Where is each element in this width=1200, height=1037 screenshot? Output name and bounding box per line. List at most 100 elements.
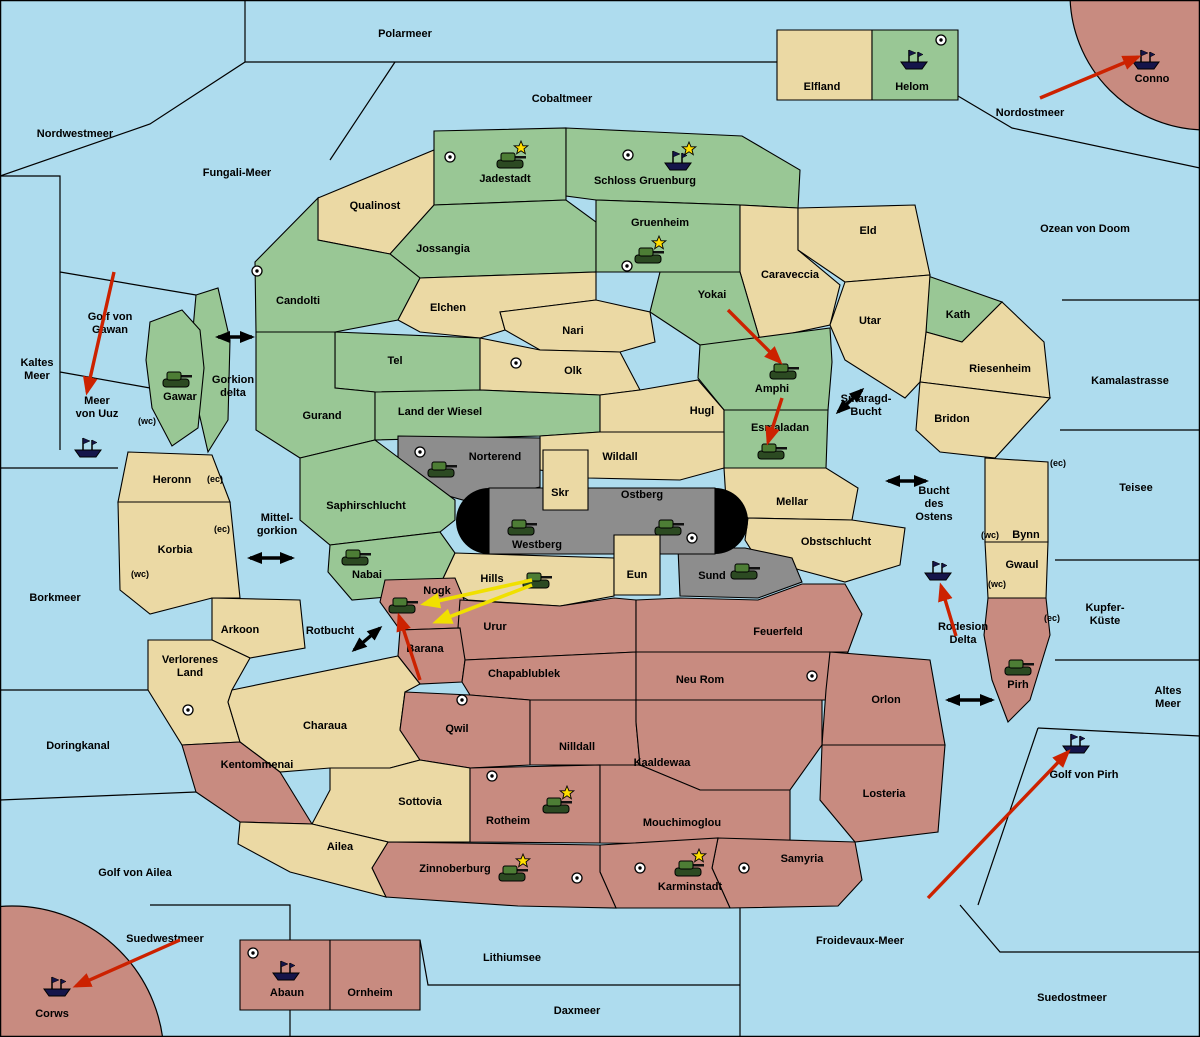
territory-bridon[interactable]: [915, 381, 1052, 459]
attack-arrow-red-2: [726, 308, 783, 365]
sea-border-0: [0, 0, 246, 177]
label-arkoon: Arkoon: [221, 624, 260, 636]
territory-nari[interactable]: [499, 299, 656, 353]
territory-samyria[interactable]: [711, 837, 863, 909]
label-qualinost: Qualinost: [350, 200, 401, 212]
territory-korbia[interactable]: [117, 501, 241, 615]
tank-unit-esmaladan[interactable]: [757, 443, 787, 460]
ship-unit-meer-von-uuz[interactable]: [74, 437, 102, 458]
city-marker: [510, 357, 522, 369]
label-ailea: Ailea: [327, 841, 354, 853]
tank-unit-karminstadt[interactable]: [674, 847, 708, 877]
label-kupfer-kueste: Kupfer-Küste: [1085, 602, 1124, 627]
territory-skr[interactable]: [542, 449, 589, 511]
victory-star-icon: [558, 784, 576, 800]
tank-unit-rotheim[interactable]: [542, 784, 576, 814]
territory-qwil[interactable]: [399, 691, 531, 769]
attack-arrow-red-5: [938, 582, 958, 637]
city-marker: [738, 862, 750, 874]
label-utar: Utar: [859, 315, 882, 327]
label-ec-bynn: (ec): [1050, 458, 1066, 468]
ship-unit-abaun[interactable]: [272, 960, 300, 981]
sea-border-15: [1037, 727, 1200, 737]
tank-unit-gawar[interactable]: [162, 371, 192, 388]
victory-star-icon: [650, 234, 668, 250]
attack-arrow-red-6: [926, 749, 1071, 900]
label-golf-von-pirh: Golf von Pirh: [1049, 769, 1118, 781]
ship-unit-rodesion-delta[interactable]: [924, 560, 952, 581]
label-nabai: Nabai: [352, 569, 382, 581]
city-marker: [621, 260, 633, 272]
territory-gruenheim[interactable]: [595, 199, 741, 273]
label-wildall: Wildall: [602, 451, 637, 463]
label-kamalastrasse: Kamalastrasse: [1091, 375, 1169, 387]
territory-eun[interactable]: [613, 534, 661, 596]
attack-arrow-yellow-9: [432, 583, 533, 624]
tank-unit-zinnoberburg[interactable]: [498, 852, 532, 882]
label-neu-rom: Neu Rom: [676, 674, 725, 686]
label-bynn: Bynn: [1012, 529, 1040, 541]
city-marker: [571, 872, 583, 884]
tank-unit-sund[interactable]: [730, 563, 760, 580]
label-obstschlucht: Obstschlucht: [801, 536, 872, 548]
sea-border-13: [959, 904, 1200, 953]
ship-unit-corws[interactable]: [43, 976, 71, 997]
label-ec-pirh: (ec): [1044, 613, 1060, 623]
label-doringkanal: Doringkanal: [46, 740, 110, 752]
label-amphi: Amphi: [755, 383, 789, 395]
label-saphirschlucht: Saphirschlucht: [326, 500, 406, 512]
sea-border-2: [329, 61, 396, 161]
label-yokai: Yokai: [698, 289, 727, 301]
territory-obstschlucht[interactable]: [744, 517, 906, 583]
sea-border-11: [419, 939, 740, 986]
territory-nilldall[interactable]: [529, 699, 641, 766]
territory-utar[interactable]: [829, 274, 931, 399]
territory-corws[interactable]: [0, 905, 164, 1037]
territory-saphirschlucht[interactable]: [299, 439, 456, 546]
attack-arrow-red-7: [72, 938, 181, 988]
ship-unit-schloss-gruenburg[interactable]: [664, 140, 698, 171]
label-teisee: Teisee: [1119, 482, 1152, 494]
label-losteria: Losteria: [863, 788, 907, 800]
label-lithiumsee: Lithiumsee: [483, 952, 541, 964]
territory-mouchimoglou[interactable]: [599, 764, 791, 846]
tank-unit-gruenheim[interactable]: [634, 234, 668, 264]
tank-unit-nabai[interactable]: [341, 549, 371, 566]
sea-link-arrow-black-12: [835, 387, 865, 415]
label-rotbucht: Rotbucht: [306, 625, 355, 637]
territory-arkoon[interactable]: [211, 597, 306, 659]
victory-star-icon: [514, 852, 532, 868]
label-gwaul: Gwaul: [1005, 559, 1038, 571]
ship-unit-helom[interactable]: [900, 49, 928, 70]
city-marker: [486, 770, 498, 782]
label-conno: Conno: [1135, 73, 1170, 85]
attack-arrow-red-4: [396, 612, 422, 681]
tank-unit-ostberg[interactable]: [654, 519, 684, 536]
label-kath: Kath: [946, 309, 971, 321]
label-bridon: Bridon: [934, 413, 970, 425]
tank-unit-norterend[interactable]: [427, 461, 457, 478]
tank-unit-jadestadt[interactable]: [496, 139, 530, 169]
territory-ailea[interactable]: [237, 821, 389, 898]
label-gurand: Gurand: [302, 410, 341, 422]
label-mittel-gorkion: Mittel-gorkion: [257, 512, 298, 537]
city-marker: [622, 149, 634, 161]
tank-unit-westberg[interactable]: [507, 519, 537, 536]
tank-unit-pirh[interactable]: [1004, 659, 1034, 676]
sea-border-6: [59, 371, 151, 389]
territory-losteria[interactable]: [819, 744, 946, 843]
territory-karminstadt[interactable]: [599, 837, 731, 909]
label-corws: Corws: [35, 1008, 69, 1020]
city-marker: [456, 694, 468, 706]
territory-ornheim[interactable]: [329, 939, 421, 1011]
sea-border-9: [0, 791, 197, 801]
territory-tel[interactable]: [334, 331, 481, 393]
label-sottovia: Sottovia: [398, 796, 442, 808]
tank-unit-nogk[interactable]: [388, 597, 418, 614]
